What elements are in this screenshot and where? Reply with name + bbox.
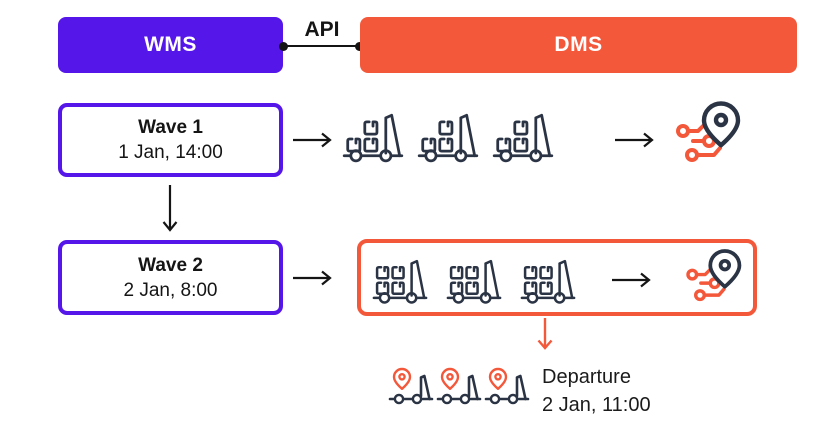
departure-datetime: 2 Jan, 11:00 bbox=[542, 394, 651, 416]
wms-label: WMS bbox=[144, 33, 197, 56]
wave-1-datetime: 1 Jan, 14:00 bbox=[118, 142, 223, 163]
wave-1-box: Wave 1 1 Jan, 14:00 bbox=[58, 103, 283, 177]
api-dot-left bbox=[279, 42, 288, 51]
truck-with-location-pin-icon bbox=[388, 366, 434, 408]
dms-label: DMS bbox=[554, 33, 603, 56]
truck-with-four-parcels-icon bbox=[371, 251, 429, 309]
truck-with-four-parcels-icon bbox=[445, 251, 503, 309]
departure-text: Departure 2 Jan, 11:00 bbox=[542, 363, 651, 419]
truck-with-three-parcels-icon bbox=[491, 104, 555, 168]
api-connector-line bbox=[283, 45, 360, 47]
down-arrow-icon bbox=[161, 184, 179, 236]
orange-down-arrow-icon bbox=[536, 318, 554, 354]
arrow-right-icon bbox=[611, 271, 655, 289]
arrow-right-icon bbox=[292, 131, 336, 149]
wave-2-box: Wave 2 2 Jan, 8:00 bbox=[58, 240, 283, 315]
departure-label: Departure bbox=[542, 366, 631, 388]
truck-with-location-pin-icon bbox=[436, 366, 482, 408]
truck-with-three-parcels-icon bbox=[416, 104, 480, 168]
truck-with-four-parcels-icon bbox=[519, 251, 577, 309]
dms-box: DMS bbox=[360, 17, 797, 73]
truck-with-location-pin-icon bbox=[484, 366, 530, 408]
arrow-right-icon bbox=[614, 131, 658, 149]
api-dot-right bbox=[355, 42, 364, 51]
wms-box: WMS bbox=[58, 17, 283, 73]
route-location-pin-icon bbox=[679, 248, 745, 308]
route-location-pin-icon bbox=[668, 100, 744, 170]
wave-2-title: Wave 2 bbox=[138, 254, 203, 276]
wave-1-title: Wave 1 bbox=[138, 117, 203, 138]
api-label: API bbox=[304, 18, 340, 41]
wave-2-datetime: 2 Jan, 8:00 bbox=[123, 279, 218, 301]
wave-2-batch-box bbox=[357, 239, 757, 316]
truck-with-three-parcels-icon bbox=[341, 104, 405, 168]
arrow-right-icon bbox=[292, 269, 336, 287]
